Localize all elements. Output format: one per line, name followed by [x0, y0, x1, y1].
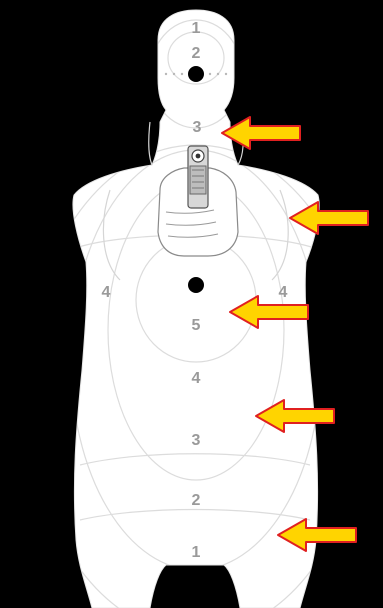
- left-arrow-icon: [222, 117, 300, 149]
- score-base: 1: [192, 544, 201, 561]
- score-neck: 3: [193, 119, 202, 136]
- score-chest-right: 4: [279, 284, 288, 301]
- bullseye-dot-icon: [188, 277, 204, 293]
- score-center: 5: [192, 317, 201, 334]
- score-chest-left: 4: [102, 284, 111, 301]
- bullseye-dot-icon: [188, 66, 204, 82]
- score-torso-middle: 3: [192, 432, 201, 449]
- score-head-top: 1: [192, 20, 201, 37]
- score-torso-upper: 4: [192, 370, 201, 387]
- score-head-inner: 2: [192, 45, 201, 62]
- score-torso-lower: 2: [192, 492, 201, 509]
